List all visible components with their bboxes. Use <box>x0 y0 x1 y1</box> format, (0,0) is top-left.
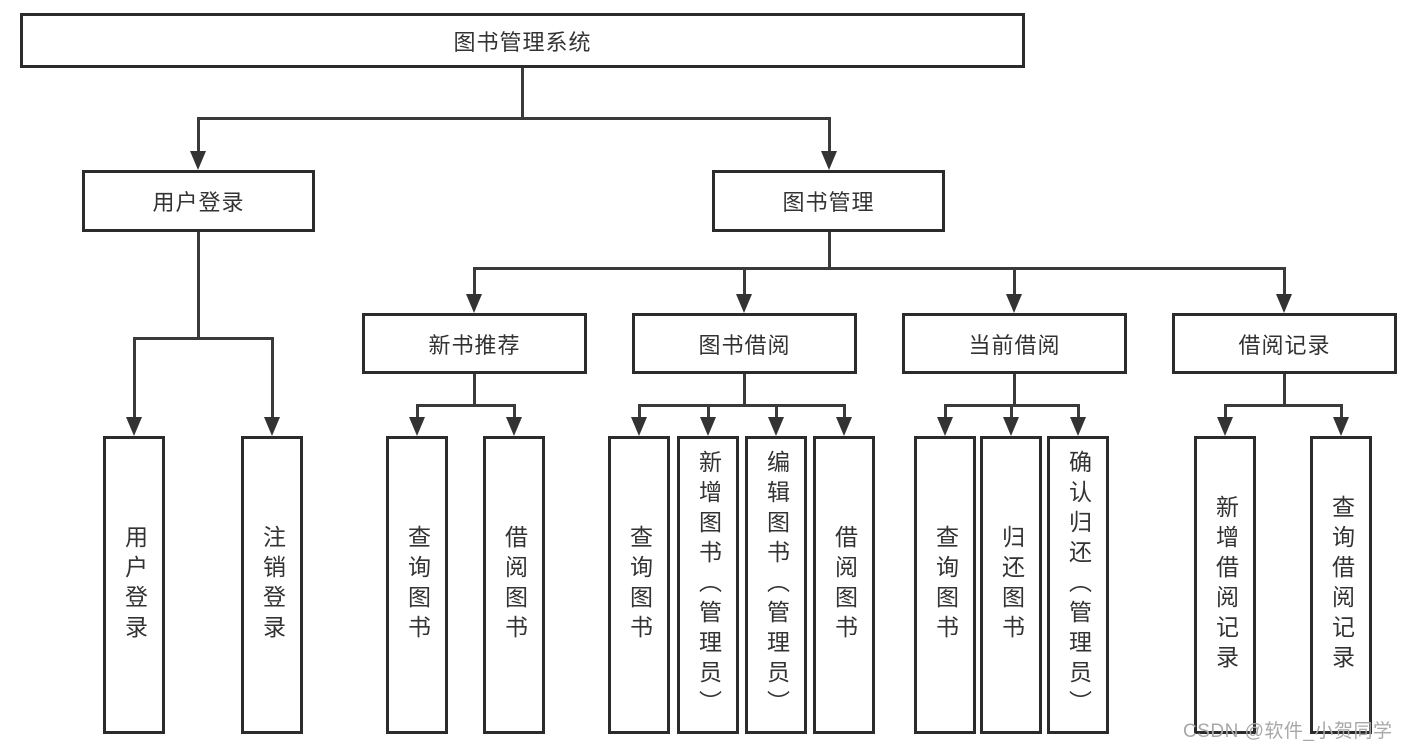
connector-line <box>1010 404 1013 419</box>
connector-line <box>416 404 419 419</box>
arrow-down-icon <box>937 417 953 436</box>
connector-line <box>521 68 524 119</box>
arrow-down-icon <box>466 294 482 313</box>
leaf-label: 查询借阅记录 <box>1328 495 1355 675</box>
node-label: 图书管理 <box>782 190 875 215</box>
leaf-query-books: 查询图书 <box>386 436 448 734</box>
node-user-login: 用户登录 <box>82 170 315 232</box>
connector-line <box>743 267 746 297</box>
leaf-label: 查询图书 <box>404 525 431 645</box>
arrow-down-icon <box>631 417 647 436</box>
connector-line <box>133 337 273 340</box>
connector-line <box>638 404 641 419</box>
leaf-label: 借阅图书 <box>501 525 528 645</box>
connector-line <box>1283 267 1286 297</box>
node-new-book-recommendation: 新书推荐 <box>362 313 587 374</box>
arrow-down-icon <box>190 151 206 170</box>
connector-line <box>133 337 136 419</box>
leaf-label: 查询图书 <box>626 525 653 645</box>
leaf-query-books: 查询图书 <box>608 436 670 734</box>
connector-line <box>1340 404 1343 419</box>
arrow-down-icon <box>821 151 837 170</box>
leaf-label: 编辑图书（管理员） <box>763 450 790 720</box>
connector-line <box>473 267 1285 270</box>
node-book-borrowing: 图书借阅 <box>632 313 857 374</box>
leaf-label: 注销登录 <box>259 525 286 645</box>
leaf-borrow-books: 借阅图书 <box>483 436 545 734</box>
arrow-down-icon <box>836 417 852 436</box>
leaf-user-login: 用户登录 <box>103 436 165 734</box>
leaf-add-books-admin: 新增图书（管理员） <box>677 436 739 734</box>
node-book-management: 图书管理 <box>712 170 945 232</box>
node-label: 借阅记录 <box>1238 332 1331 358</box>
node-label: 新书推荐 <box>428 332 521 358</box>
leaf-label: 新增借阅记录 <box>1212 495 1239 675</box>
leaf-label: 确认归还（管理员） <box>1065 450 1092 720</box>
node-label: 图书管理系统 <box>453 29 592 55</box>
arrow-down-icon <box>700 417 716 436</box>
leaf-label: 借阅图书 <box>831 525 858 645</box>
connector-line <box>197 117 200 155</box>
connector-line <box>1224 404 1342 407</box>
connector-line <box>638 404 845 407</box>
connector-line <box>473 267 476 297</box>
connector-line <box>473 374 476 406</box>
connector-line <box>1013 374 1016 406</box>
node-library-system: 图书管理系统 <box>20 13 1025 68</box>
connector-line <box>1077 404 1080 419</box>
leaf-add-borrow-record: 新增借阅记录 <box>1194 436 1256 734</box>
arrow-down-icon <box>264 417 280 436</box>
connector-line <box>1013 267 1016 297</box>
node-label: 用户登录 <box>152 190 245 215</box>
arrow-down-icon <box>1006 294 1022 313</box>
connector-line <box>1283 374 1286 406</box>
connector-line <box>828 232 831 269</box>
arrow-down-icon <box>1070 417 1086 436</box>
connector-line <box>828 117 831 155</box>
arrow-down-icon <box>1333 417 1349 436</box>
connector-line <box>1224 404 1227 419</box>
leaf-return-books: 归还图书 <box>980 436 1042 734</box>
leaf-query-borrow-record: 查询借阅记录 <box>1310 436 1372 734</box>
connector-line <box>416 404 515 407</box>
node-label: 图书借阅 <box>698 332 791 358</box>
leaf-label: 查询图书 <box>932 525 959 645</box>
leaf-confirm-return-admin: 确认归还（管理员） <box>1047 436 1109 734</box>
leaf-label: 新增图书（管理员） <box>695 450 722 720</box>
arrow-down-icon <box>1217 417 1233 436</box>
connector-line <box>271 337 274 419</box>
connector-line <box>775 404 778 419</box>
leaf-logout: 注销登录 <box>241 436 303 734</box>
node-current-borrowing: 当前借阅 <box>902 313 1127 374</box>
leaf-edit-books-admin: 编辑图书（管理员） <box>745 436 807 734</box>
connector-line <box>707 404 710 419</box>
arrow-down-icon <box>1276 294 1292 313</box>
arrow-down-icon <box>1003 417 1019 436</box>
csdn-watermark: CSDN @软件_小贺同学 <box>1183 721 1393 742</box>
leaf-borrow-books: 借阅图书 <box>813 436 875 734</box>
leaf-label: 用户登录 <box>121 525 148 645</box>
connector-line <box>944 404 947 419</box>
connector-line <box>513 404 516 419</box>
arrow-down-icon <box>736 294 752 313</box>
node-borrowing-records: 借阅记录 <box>1172 313 1397 374</box>
connector-line <box>843 404 846 419</box>
connector-line <box>197 232 200 339</box>
node-label: 当前借阅 <box>968 332 1061 358</box>
connector-line <box>743 374 746 406</box>
arrow-down-icon <box>768 417 784 436</box>
connector-line <box>197 117 830 120</box>
leaf-query-books: 查询图书 <box>914 436 976 734</box>
arrow-down-icon <box>506 417 522 436</box>
arrow-down-icon <box>126 417 142 436</box>
leaf-label: 归还图书 <box>998 525 1025 645</box>
arrow-down-icon <box>409 417 425 436</box>
